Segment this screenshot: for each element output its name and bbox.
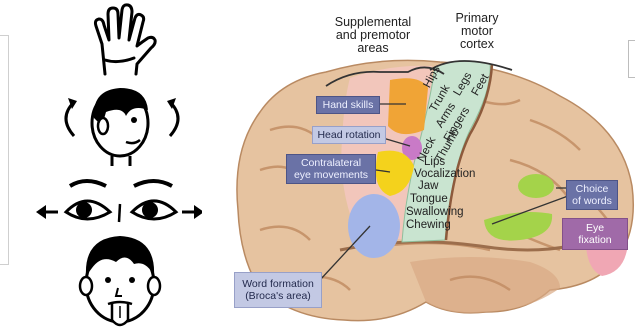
primary-motor-heading: Primary motor cortex	[442, 12, 512, 51]
speech-label-lips: Lips	[424, 156, 445, 169]
hand-skills-label: Hand skills	[316, 96, 380, 114]
speech-label-jaw: Jaw	[418, 180, 438, 193]
supplemental-premotor-heading: Supplemental and premotor areas	[318, 16, 428, 55]
speech-label-vocalization: Vocalization	[414, 168, 475, 181]
speech-label-swallowing: Swallowing	[406, 206, 464, 219]
speech-label-tongue: Tongue	[410, 193, 448, 206]
left-frame-edge	[0, 35, 9, 265]
raised-hand-icon	[95, 5, 155, 74]
choice-of-words-area	[518, 174, 554, 198]
eye-movement-icon	[36, 181, 202, 222]
choice-of-words-label: Choice of words	[566, 180, 618, 210]
head-rotation-icon	[66, 88, 178, 166]
head-rotation-label: Head rotation	[312, 126, 386, 144]
tongue-face-icon	[80, 236, 160, 325]
illustrations-svg	[22, 0, 202, 332]
hand-skills-area	[388, 78, 428, 134]
eye-fixation-label: Eye fixation	[562, 218, 628, 250]
body-part-illustrations	[22, 0, 202, 332]
brain-diagram: Supplemental and premotor areas Primary …	[230, 0, 635, 332]
word-formation-label: Word formation (Broca's area)	[234, 272, 322, 308]
speech-label-chewing: Chewing	[406, 219, 451, 232]
broca-area	[348, 194, 400, 258]
contralateral-eye-movements-label: Contralateral eye movements	[286, 154, 376, 184]
